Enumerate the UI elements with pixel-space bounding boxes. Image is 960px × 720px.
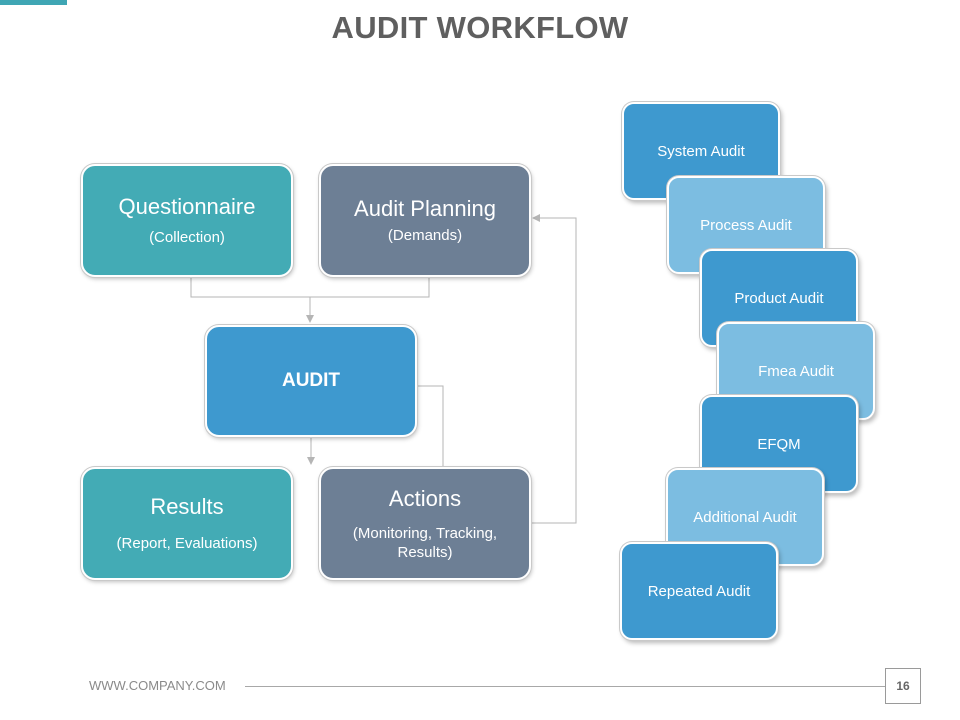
- footer-website[interactable]: WWW.COMPANY.COM: [89, 678, 226, 693]
- audit-planning-sub: (Demands): [387, 227, 463, 244]
- actions-label: Actions: [388, 485, 462, 511]
- page-title: AUDIT WORKFLOW: [331, 10, 629, 45]
- audit-planning-label: Audit Planning: [354, 196, 496, 221]
- questionnaire-label: Questionnaire: [118, 194, 256, 219]
- audit-type-label: EFQM: [757, 435, 801, 453]
- questionnaire-box: Questionnaire (Collection): [81, 164, 293, 277]
- results-box: Results (Report, Evaluations): [81, 467, 293, 580]
- audit-type-label: Additional Audit: [693, 508, 797, 526]
- audit-type-label: Product Audit: [734, 289, 824, 307]
- audit-type-label: Fmea Audit: [758, 362, 834, 380]
- actions-sub: (Monitoring, Tracking, Results): [352, 524, 498, 561]
- audit-label: AUDIT: [281, 370, 341, 391]
- audit-box: AUDIT: [205, 325, 417, 437]
- connector-audit-to-actions: [417, 385, 444, 467]
- results-sub: (Report, Evaluations): [116, 535, 258, 552]
- footer-divider: [245, 686, 885, 687]
- feedback-loop-arrow: [531, 214, 577, 524]
- page-number: 16: [885, 668, 921, 704]
- audit-planning-box: Audit Planning (Demands): [319, 164, 531, 277]
- actions-box: Actions (Monitoring, Tracking, Results): [319, 467, 531, 580]
- accent-bar: [0, 0, 67, 5]
- audit-type-card: Repeated Audit: [620, 542, 778, 640]
- audit-type-label: Process Audit: [700, 216, 792, 234]
- connector-inputs-to-audit: [190, 276, 430, 298]
- audit-type-label: System Audit: [657, 142, 745, 160]
- audit-type-label: Repeated Audit: [647, 582, 751, 600]
- results-label: Results: [150, 494, 224, 519]
- questionnaire-sub: (Collection): [149, 229, 225, 246]
